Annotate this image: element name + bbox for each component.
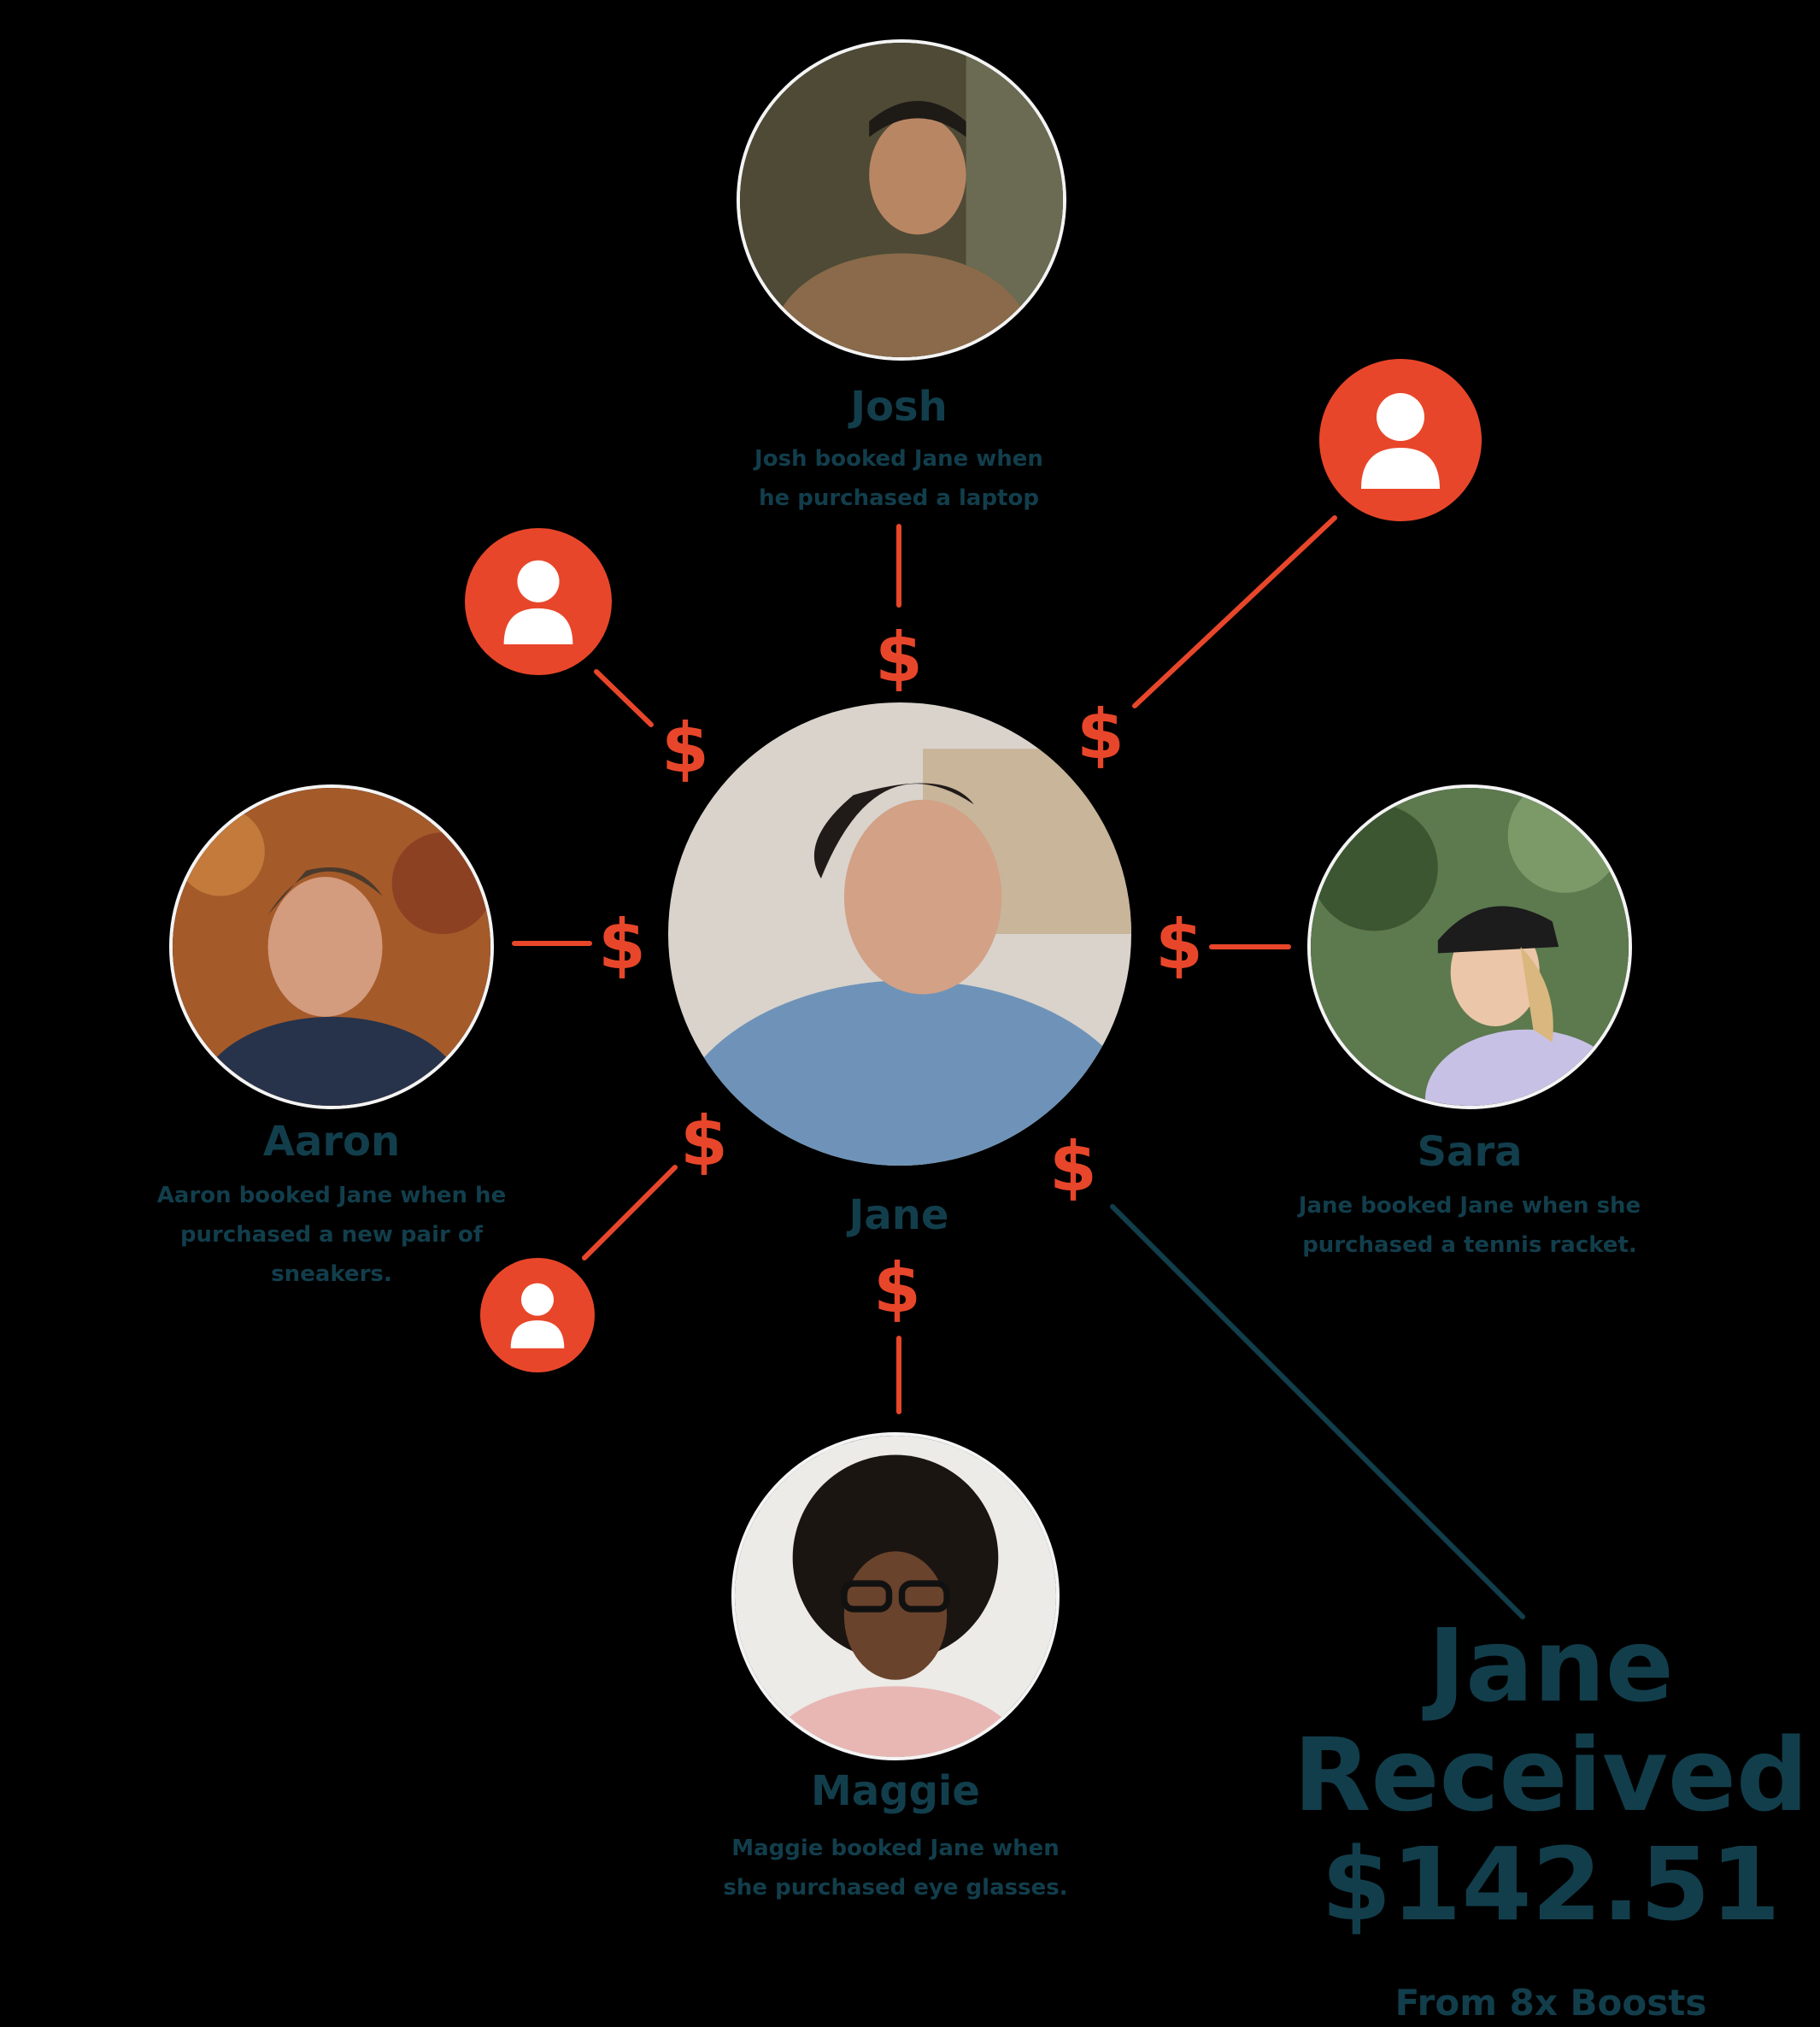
dollar-sign-top-left: $ (661, 708, 709, 788)
sara-photo (1307, 784, 1632, 1109)
aaron-photo (169, 784, 494, 1109)
line-top-right-user (1132, 515, 1337, 708)
aaron-desc-line1: Aaron booked Jane when he (156, 1183, 507, 1208)
josh-description: Josh booked Jane when he purchased a lap… (728, 439, 1070, 518)
dollar-sign-right: $ (1155, 905, 1203, 984)
dollar-sign-bottom-left: $ (680, 1102, 728, 1181)
maggie-desc-line2: she purchased eye glasses. (723, 1875, 1068, 1901)
line-top-left-user (594, 669, 654, 727)
summary-block: Jane Received $142.51 From 8x Boosts (1282, 1611, 1820, 2024)
user-icon (503, 560, 573, 644)
sara-name: Sara (1417, 1128, 1523, 1176)
jane-photo (668, 702, 1131, 1166)
sara-desc-line1: Jane booked Jane when she (1298, 1193, 1641, 1219)
jane-name: Jane (848, 1191, 949, 1239)
dollar-sign-left: $ (598, 905, 646, 984)
user-node-top-right (1319, 359, 1482, 521)
summary-title-line2: Received (1293, 1716, 1809, 1834)
josh-photo (737, 39, 1066, 361)
aaron-name: Aaron (262, 1118, 401, 1166)
josh-name: Josh (850, 383, 948, 431)
maggie-description: Maggie booked Jane when she purchased ey… (711, 1829, 1080, 1907)
josh-desc-line2: he purchased a laptop (759, 485, 1039, 511)
aaron-desc-line2: purchased a new pair of sneakers. (179, 1222, 484, 1287)
line-summary (1110, 1204, 1525, 1619)
summary-title-line1: Jane (1428, 1607, 1674, 1724)
aaron-description: Aaron booked Jane when he purchased a ne… (144, 1176, 520, 1294)
maggie-desc-line1: Maggie booked Jane when (731, 1836, 1060, 1861)
sara-description: Jane booked Jane when she purchased a te… (1282, 1186, 1658, 1265)
josh-desc-line1: Josh booked Jane when (754, 446, 1043, 472)
user-node-top-left (465, 528, 612, 675)
dollar-sign-bottom: $ (873, 1249, 921, 1328)
dollar-sign-top-right: $ (1077, 695, 1124, 774)
user-icon (1361, 393, 1440, 489)
dollar-sign-bottom-right: $ (1049, 1127, 1097, 1207)
line-bottom-left-user (582, 1165, 678, 1260)
dollar-sign-top: $ (875, 618, 923, 697)
summary-subtitle: From 8x Boosts (1394, 1982, 1707, 2024)
summary-amount: $142.51 (1321, 1825, 1781, 1943)
maggie-photo (731, 1432, 1060, 1760)
maggie-name: Maggie (811, 1767, 980, 1815)
user-node-bottom-left (480, 1258, 595, 1372)
sara-desc-line2: purchased a tennis racket. (1302, 1232, 1637, 1258)
user-icon (510, 1283, 565, 1348)
